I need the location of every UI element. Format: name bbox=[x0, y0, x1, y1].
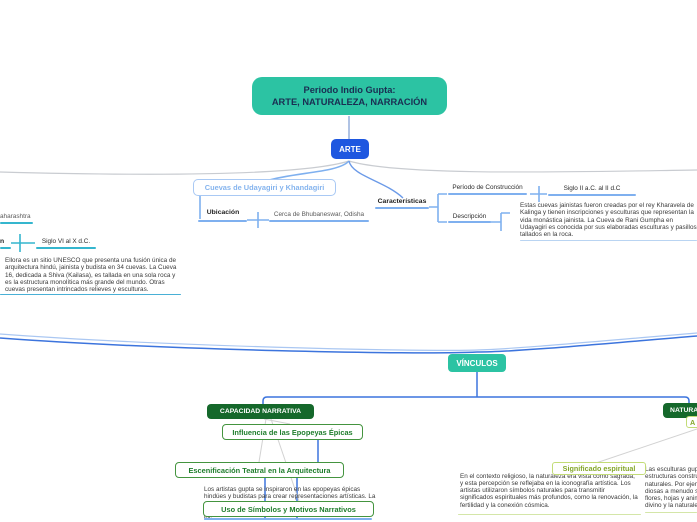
note-line: Kalinga y tienen inscripciones y escultu… bbox=[520, 209, 694, 217]
note-line: naturales. Por ejem bbox=[645, 480, 697, 488]
note-line: tallados en la roca. bbox=[520, 231, 574, 239]
ellora-periodo-underline bbox=[0, 247, 11, 249]
edge-vinculos-left-light bbox=[0, 333, 478, 351]
ubicacion-value-underline bbox=[269, 219, 369, 222]
arte-node[interactable]: ARTE bbox=[331, 139, 369, 159]
naturaleza-note[interactable]: En el contexto religioso, la naturaleza … bbox=[460, 473, 638, 509]
uso-simbolos-node[interactable]: Uso de Símbolos y Motivos Narrativos bbox=[203, 501, 374, 517]
ubicacion-underline bbox=[198, 219, 247, 222]
udayagiri-descripcion-note[interactable]: Estas cuevas jainistas fueron creadas po… bbox=[520, 202, 697, 238]
ubicacion-label[interactable]: Ubicación bbox=[206, 209, 240, 216]
note-line: diosas a menudo se bbox=[645, 487, 697, 495]
edge-ellora-periodo bbox=[11, 234, 35, 252]
note-line: 16, dedicada a Shiva (Kailasa), es talla… bbox=[5, 271, 176, 279]
note-line: cuevas presentan intrincados relieves y … bbox=[5, 286, 149, 294]
naturaleza-right-note-underline bbox=[645, 511, 697, 513]
edge-vinculos-left bbox=[0, 337, 478, 354]
edge-naturaleza-significado bbox=[592, 428, 697, 465]
ellora-periodo-value-underline bbox=[36, 247, 96, 249]
ellora-descripcion-note[interactable]: Ellora es un sitio UNESCO que presenta u… bbox=[5, 257, 176, 293]
note-line: divino y la naturale bbox=[645, 502, 697, 510]
main-topic-line1: Periodo Indio Gupta: bbox=[303, 84, 396, 95]
note-line: hindúes y budistas para crear representa… bbox=[204, 493, 376, 501]
note-line: En el contexto religioso, la naturaleza … bbox=[460, 472, 635, 480]
capacidad-note-underline bbox=[204, 517, 372, 520]
periodo-construccion-label[interactable]: Período de Construcción bbox=[452, 184, 523, 191]
ellora-periodo-value[interactable]: Siglo VI al X d.C. bbox=[41, 238, 91, 245]
edge-caracteristicas-bracket bbox=[429, 193, 447, 223]
note-line: y esta percepción se reflejaba en la ico… bbox=[460, 479, 631, 487]
edge-arte-offscreen-right bbox=[348, 160, 697, 173]
note-line: arquitectura hindú, jainista y budista e… bbox=[5, 264, 177, 272]
escenificacion-teatral-node[interactable]: Escenificación Teatral en la Arquitectur… bbox=[175, 462, 344, 478]
note-line: vida monástica jainista. La Cueva de Ran… bbox=[520, 216, 674, 224]
descripcion-label[interactable]: Descripción bbox=[452, 213, 487, 220]
naturaleza-note-underline bbox=[458, 513, 641, 515]
note-line: estructuras constru bbox=[645, 473, 697, 481]
note-line: artistas utilizaron símbolos naturales p… bbox=[460, 487, 605, 495]
note-line: es la estructura monolítica más grande d… bbox=[5, 278, 165, 286]
udayagiri-note-underline bbox=[520, 239, 697, 241]
influencia-epopeyas-node[interactable]: Influencia de las Epopeyas Épicas bbox=[222, 424, 363, 440]
ellora-periodo-fragment[interactable]: n bbox=[0, 237, 5, 245]
naturaleza-node[interactable]: NATURALEZA bbox=[663, 403, 697, 418]
edge-arte-caracteristicas bbox=[348, 160, 404, 199]
edge-vinculos-right bbox=[476, 335, 697, 353]
note-line: significados espirituales más profundos,… bbox=[460, 494, 638, 502]
ellora-ubicacion-fragment[interactable]: aharashtra bbox=[0, 212, 31, 220]
ellora-note-underline bbox=[0, 293, 181, 296]
edge-ubicacion-valor bbox=[247, 212, 269, 228]
edge-capacidad-influencia bbox=[263, 418, 291, 425]
significado-espiritual-node[interactable]: Significado espiritual bbox=[552, 462, 646, 475]
note-line: fertilidad y la conexión cósmica. bbox=[460, 501, 550, 509]
cuevas-udayagiri-node[interactable]: Cuevas de Udayagiri y Khandagiri bbox=[193, 179, 336, 196]
main-topic-node[interactable]: Periodo Indio Gupta: ARTE, NATURALEZA, N… bbox=[252, 77, 447, 115]
edge-descripcion-nota bbox=[490, 212, 510, 231]
note-line: Los artistas gupta se inspiraron en las … bbox=[204, 486, 361, 493]
descripcion-underline bbox=[448, 221, 491, 223]
edge-periodo-valor bbox=[530, 186, 547, 202]
note-line: Ellora es un sitio UNESCO que presenta u… bbox=[5, 257, 177, 264]
note-line: flores, hojas y anim bbox=[645, 495, 697, 503]
note-line: Las esculturas gupt bbox=[645, 466, 697, 473]
periodo-value-underline bbox=[548, 193, 636, 196]
note-line: Udayagiri es conocida por sus elaboradas… bbox=[520, 223, 697, 231]
edge-vinculos-right-light bbox=[476, 332, 697, 351]
capacidad-narrativa-node[interactable]: CAPACIDAD NARRATIVA bbox=[207, 404, 314, 419]
caracteristicas-label[interactable]: Características bbox=[377, 198, 427, 205]
periodo-underline bbox=[448, 193, 527, 195]
edge-vinculos-bracket bbox=[262, 396, 690, 404]
vinculos-node[interactable]: VÍNCULOS bbox=[448, 354, 506, 372]
caracteristicas-underline bbox=[375, 206, 429, 209]
ellora-ubicacion-underline bbox=[0, 221, 33, 224]
note-line: Estas cuevas jainistas fueron creadas po… bbox=[520, 202, 694, 209]
edge-arte-offscreen-left bbox=[0, 160, 350, 175]
periodo-construccion-value[interactable]: Siglo II a.C. al II d.C bbox=[563, 185, 621, 192]
naturaleza-mini-node[interactable]: A bbox=[686, 416, 697, 428]
main-topic-line2: ARTE, NATURALEZA, NARRACIÓN bbox=[271, 97, 428, 107]
edge-arte-cuevas bbox=[265, 160, 350, 182]
ubicacion-value[interactable]: Cerca de Bhubaneswar, Odisha bbox=[273, 211, 365, 218]
